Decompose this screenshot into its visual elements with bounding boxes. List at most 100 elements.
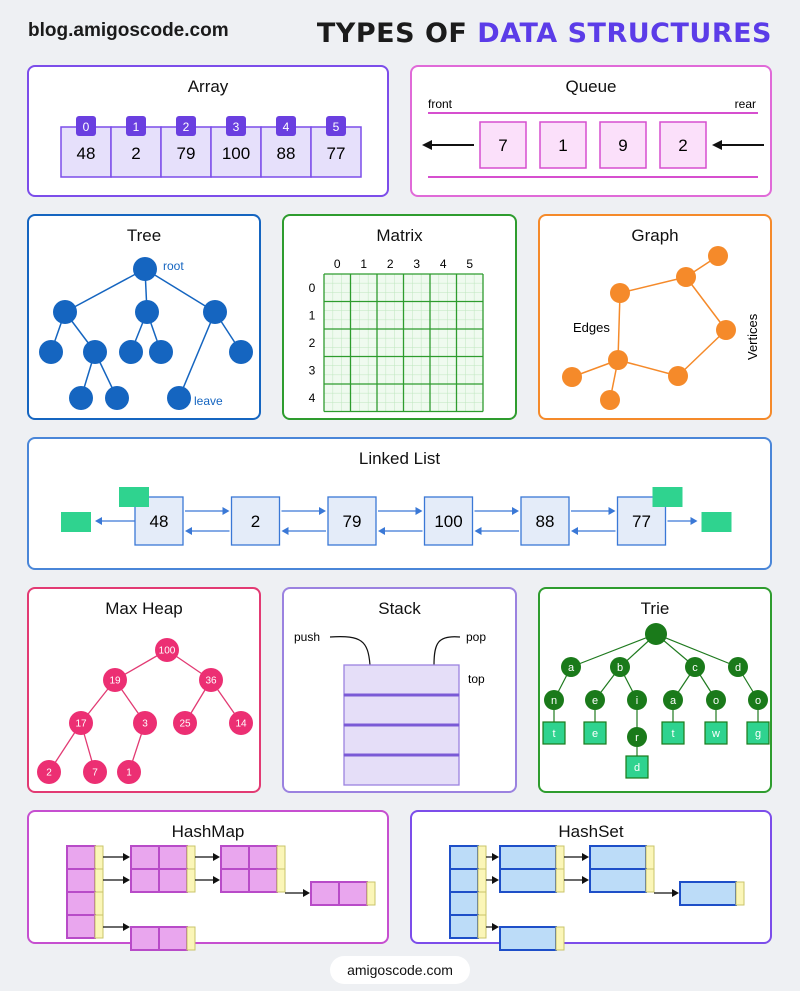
ll-null-right (701, 512, 732, 532)
hash-arrow-head (303, 889, 310, 897)
queue-cell (659, 121, 707, 169)
ll-tail-marker (652, 487, 683, 507)
ll-value: 2 (251, 512, 260, 531)
hash-bucket (449, 868, 479, 893)
matrix-row-label: 0 (309, 281, 316, 295)
trie-node (585, 690, 605, 710)
tree-leave-label: leave (194, 394, 223, 408)
ll-prev-arrow-head (571, 527, 578, 535)
stack-title: Stack (378, 599, 421, 618)
hashmap-title: HashMap (171, 822, 245, 841)
hash-arrow-head (492, 876, 499, 884)
trie-node (544, 690, 564, 710)
array-value: 100 (222, 144, 250, 163)
ll-null-left (61, 512, 91, 532)
trie-leaf-label: t (552, 728, 555, 740)
ll-value: 79 (343, 512, 362, 531)
trie-node (728, 657, 748, 677)
array-index-box (226, 116, 246, 136)
heap-node-label: 3 (142, 719, 148, 730)
graph-diagram: Edges Vertices (562, 246, 760, 410)
hash-entry (310, 881, 340, 906)
hash-bucket-pointer (94, 914, 104, 939)
tree-title: Tree (126, 226, 162, 245)
array-index: 2 (183, 120, 190, 134)
ll-arrow-head (690, 517, 698, 525)
ll-node (423, 496, 474, 546)
heap-node (173, 711, 197, 735)
hash-bucket-pointer (477, 914, 487, 939)
heap-node-label: 7 (92, 768, 98, 779)
stack-push-label: push (294, 630, 320, 644)
trie-node (610, 657, 630, 677)
heap-node (103, 668, 127, 692)
hash-entry (130, 845, 160, 870)
hash-entry (499, 845, 557, 870)
heap-node (117, 760, 141, 784)
trie-edge (570, 633, 657, 668)
array-index: 3 (233, 120, 240, 134)
heap-node (133, 711, 157, 735)
queue-rear-label: rear (735, 97, 756, 111)
queue-value: 9 (618, 136, 627, 155)
hash-entry-pointer (555, 845, 565, 870)
stack-diagram: push pop top (294, 630, 486, 786)
array-index-box (176, 116, 196, 136)
trie-leaf-label: g (755, 728, 761, 740)
ll-next-arrow-head (415, 507, 423, 515)
hash-entry (338, 881, 368, 906)
hash-bucket-pointer (94, 891, 104, 916)
hash-bucket (66, 868, 96, 893)
hash-bucket-pointer (94, 845, 104, 870)
heap-node-label: 2 (46, 768, 52, 779)
hash-arrow-head (582, 853, 589, 861)
hash-bucket-pointer (94, 868, 104, 893)
trie-node-label: a (568, 662, 575, 674)
heap-node-label: 25 (179, 719, 191, 730)
trie-node (748, 690, 768, 710)
hash-entry-pointer (186, 845, 196, 870)
hash-arrow-head (582, 876, 589, 884)
stack-card: Stack push pop top (282, 587, 517, 793)
ll-prev-arrow-head (474, 527, 482, 535)
tree-card: Tree root leave (27, 214, 261, 420)
hashset-title: HashSet (558, 822, 624, 841)
matrix-col-label: 1 (360, 257, 367, 271)
hash-entry-pointer (276, 845, 286, 870)
queue-title: Queue (565, 77, 617, 96)
title-part-1: TYPES OF (316, 18, 468, 49)
heap-node (83, 760, 107, 784)
heap-node-label: 14 (235, 719, 247, 730)
trie-node (561, 657, 581, 677)
matrix-row-label: 4 (309, 391, 316, 405)
ll-node (230, 496, 281, 546)
queue-value: 7 (498, 136, 507, 155)
queue-front-label: front (428, 97, 453, 111)
hash-bucket (449, 845, 479, 870)
graph-title: Graph (631, 226, 679, 245)
array-index-box (326, 116, 346, 136)
hash-entry (589, 868, 647, 893)
ll-next-arrow-head (608, 507, 616, 515)
trie-leaf-label: d (634, 762, 640, 774)
trie-node-label: i (636, 695, 638, 707)
trie-node (627, 690, 647, 710)
hash-entry (158, 868, 188, 893)
hash-entry-pointer (645, 845, 655, 870)
hash-entry-pointer (645, 868, 655, 893)
hashset-diagram (449, 845, 745, 951)
ll-value: 100 (434, 512, 462, 531)
hash-entry (679, 881, 737, 906)
ll-arrow-head (95, 517, 102, 525)
heap-node-label: 17 (75, 719, 87, 730)
matrix-row-label: 2 (309, 336, 316, 350)
array-index: 1 (133, 120, 140, 134)
matrix-row-label: 1 (309, 308, 316, 322)
trie-node-label: e (592, 695, 598, 707)
